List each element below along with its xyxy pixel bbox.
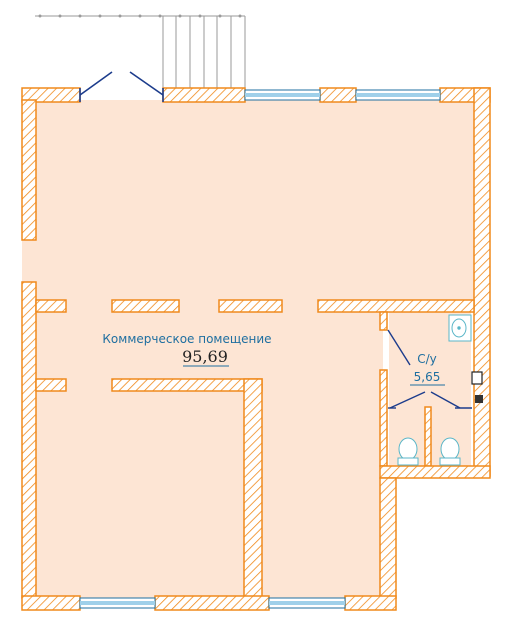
room-area-commercial: 95,69 [182,347,228,366]
room-name-commercial: Коммерческое помещение [102,332,271,346]
room-area-wc: 5,65 [414,370,441,384]
toilet-icon [397,437,419,466]
entrance-door [79,71,164,102]
walls [21,87,491,611]
sink-icon [448,314,472,342]
floor-commercial [22,100,474,598]
toilet-icon [439,437,461,466]
stairs-icon [35,14,246,88]
wall-fixture [471,371,483,403]
wc-doors [387,329,472,409]
room-name-wc: С/у [417,352,437,366]
